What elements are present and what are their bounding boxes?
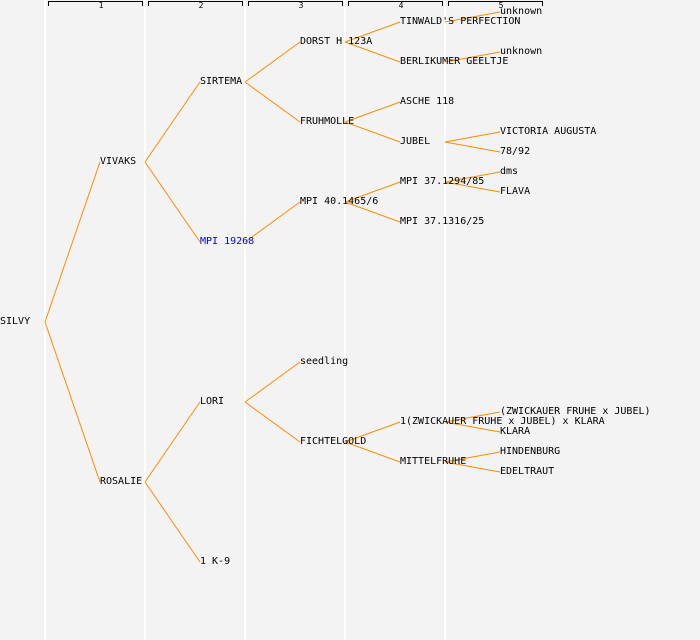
pedigree-node: ROSALIE [100, 476, 143, 487]
pedigree-node: MITTELFRUHE [400, 456, 467, 467]
pedigree-node: TINWALD'S PERFECTION [400, 16, 521, 27]
pedigree-edge [444, 141, 501, 153]
generation-bracket [48, 1, 143, 6]
pedigree-edge [444, 131, 501, 143]
pedigree-node: VICTORIA AUGUSTA [500, 126, 597, 137]
pedigree-edge [344, 101, 401, 123]
pedigree-edge [344, 21, 401, 43]
pedigree-edge [344, 201, 401, 223]
pedigree-node: SIRTEMA [200, 76, 243, 87]
pedigree-edge [144, 481, 201, 563]
pedigree-edge [244, 201, 301, 243]
pedigree-edge [444, 181, 501, 193]
pedigree-node: FRUHMOLLE [300, 116, 355, 127]
generation-label: 4 [398, 1, 404, 10]
pedigree-node: JUBEL [400, 136, 431, 147]
column-divider [144, 0, 146, 640]
column-divider [244, 0, 246, 640]
pedigree-edge [344, 181, 401, 203]
pedigree-node: EDELTRAUT [500, 466, 555, 477]
pedigree-node: LORI [200, 396, 225, 407]
pedigree-edge [344, 421, 401, 443]
pedigree-node: MPI 37.1294/85 [400, 176, 485, 187]
pedigree-node: VIVAKS [100, 156, 137, 167]
pedigree-edge [444, 411, 501, 423]
pedigree-node: unknown [500, 6, 543, 17]
pedigree-edge [44, 321, 101, 483]
pedigree-edge [344, 441, 401, 463]
pedigree-node: KLARA [500, 426, 531, 437]
pedigree-node: seedling [300, 356, 349, 367]
pedigree-node: BERLIKUMER GEELTJE [400, 56, 509, 67]
generation-bracket [348, 1, 443, 6]
pedigree-node-link[interactable]: MPI 19268 [200, 236, 255, 247]
pedigree-edge [144, 81, 201, 163]
pedigree-node: MPI 40.1465/6 [300, 196, 379, 207]
pedigree-edge [344, 41, 401, 63]
generation-label: 5 [498, 1, 504, 10]
pedigree-edge [444, 451, 501, 463]
pedigree-node: ASCHE 118 [400, 96, 455, 107]
pedigree-edge [444, 421, 501, 433]
pedigree-node: 1(ZWICKAUER FRUHE x JUBEL) x KLARA [400, 416, 605, 427]
column-divider [444, 0, 446, 640]
pedigree-node: unknown [500, 46, 543, 57]
pedigree-node: HINDENBURG [500, 446, 561, 457]
generation-label: 3 [298, 1, 304, 10]
pedigree-edge [244, 81, 301, 123]
pedigree-node: (ZWICKAUER FRUHE x JUBEL) [500, 406, 651, 417]
generation-label: 2 [198, 1, 204, 10]
pedigree-edge [444, 11, 501, 23]
pedigree-node: FLAVA [500, 186, 531, 197]
pedigree-edge [244, 401, 301, 443]
pedigree-node: 1 K-9 [200, 556, 231, 567]
pedigree-edge [444, 171, 501, 183]
pedigree-edge [44, 161, 101, 323]
generation-bracket [448, 1, 543, 6]
pedigree-edge [444, 461, 501, 473]
pedigree-edge [344, 121, 401, 143]
pedigree-edge [244, 361, 301, 403]
pedigree-node: FICHTELGOLD [300, 436, 367, 447]
pedigree-edge [444, 51, 501, 63]
pedigree-node: 78/92 [500, 146, 531, 157]
pedigree-node: MPI 37.1316/25 [400, 216, 485, 227]
pedigree-edge [144, 161, 201, 243]
pedigree-node: DORST H 123A [300, 36, 373, 47]
pedigree-node: SILVY [0, 316, 31, 327]
generation-bracket [148, 1, 243, 6]
column-divider [344, 0, 346, 640]
pedigree-edge [144, 401, 201, 483]
generation-bracket [248, 1, 343, 6]
pedigree-edge [244, 41, 301, 83]
pedigree-node: dms [500, 166, 519, 177]
column-divider [44, 0, 46, 640]
generation-label: 1 [98, 1, 104, 10]
